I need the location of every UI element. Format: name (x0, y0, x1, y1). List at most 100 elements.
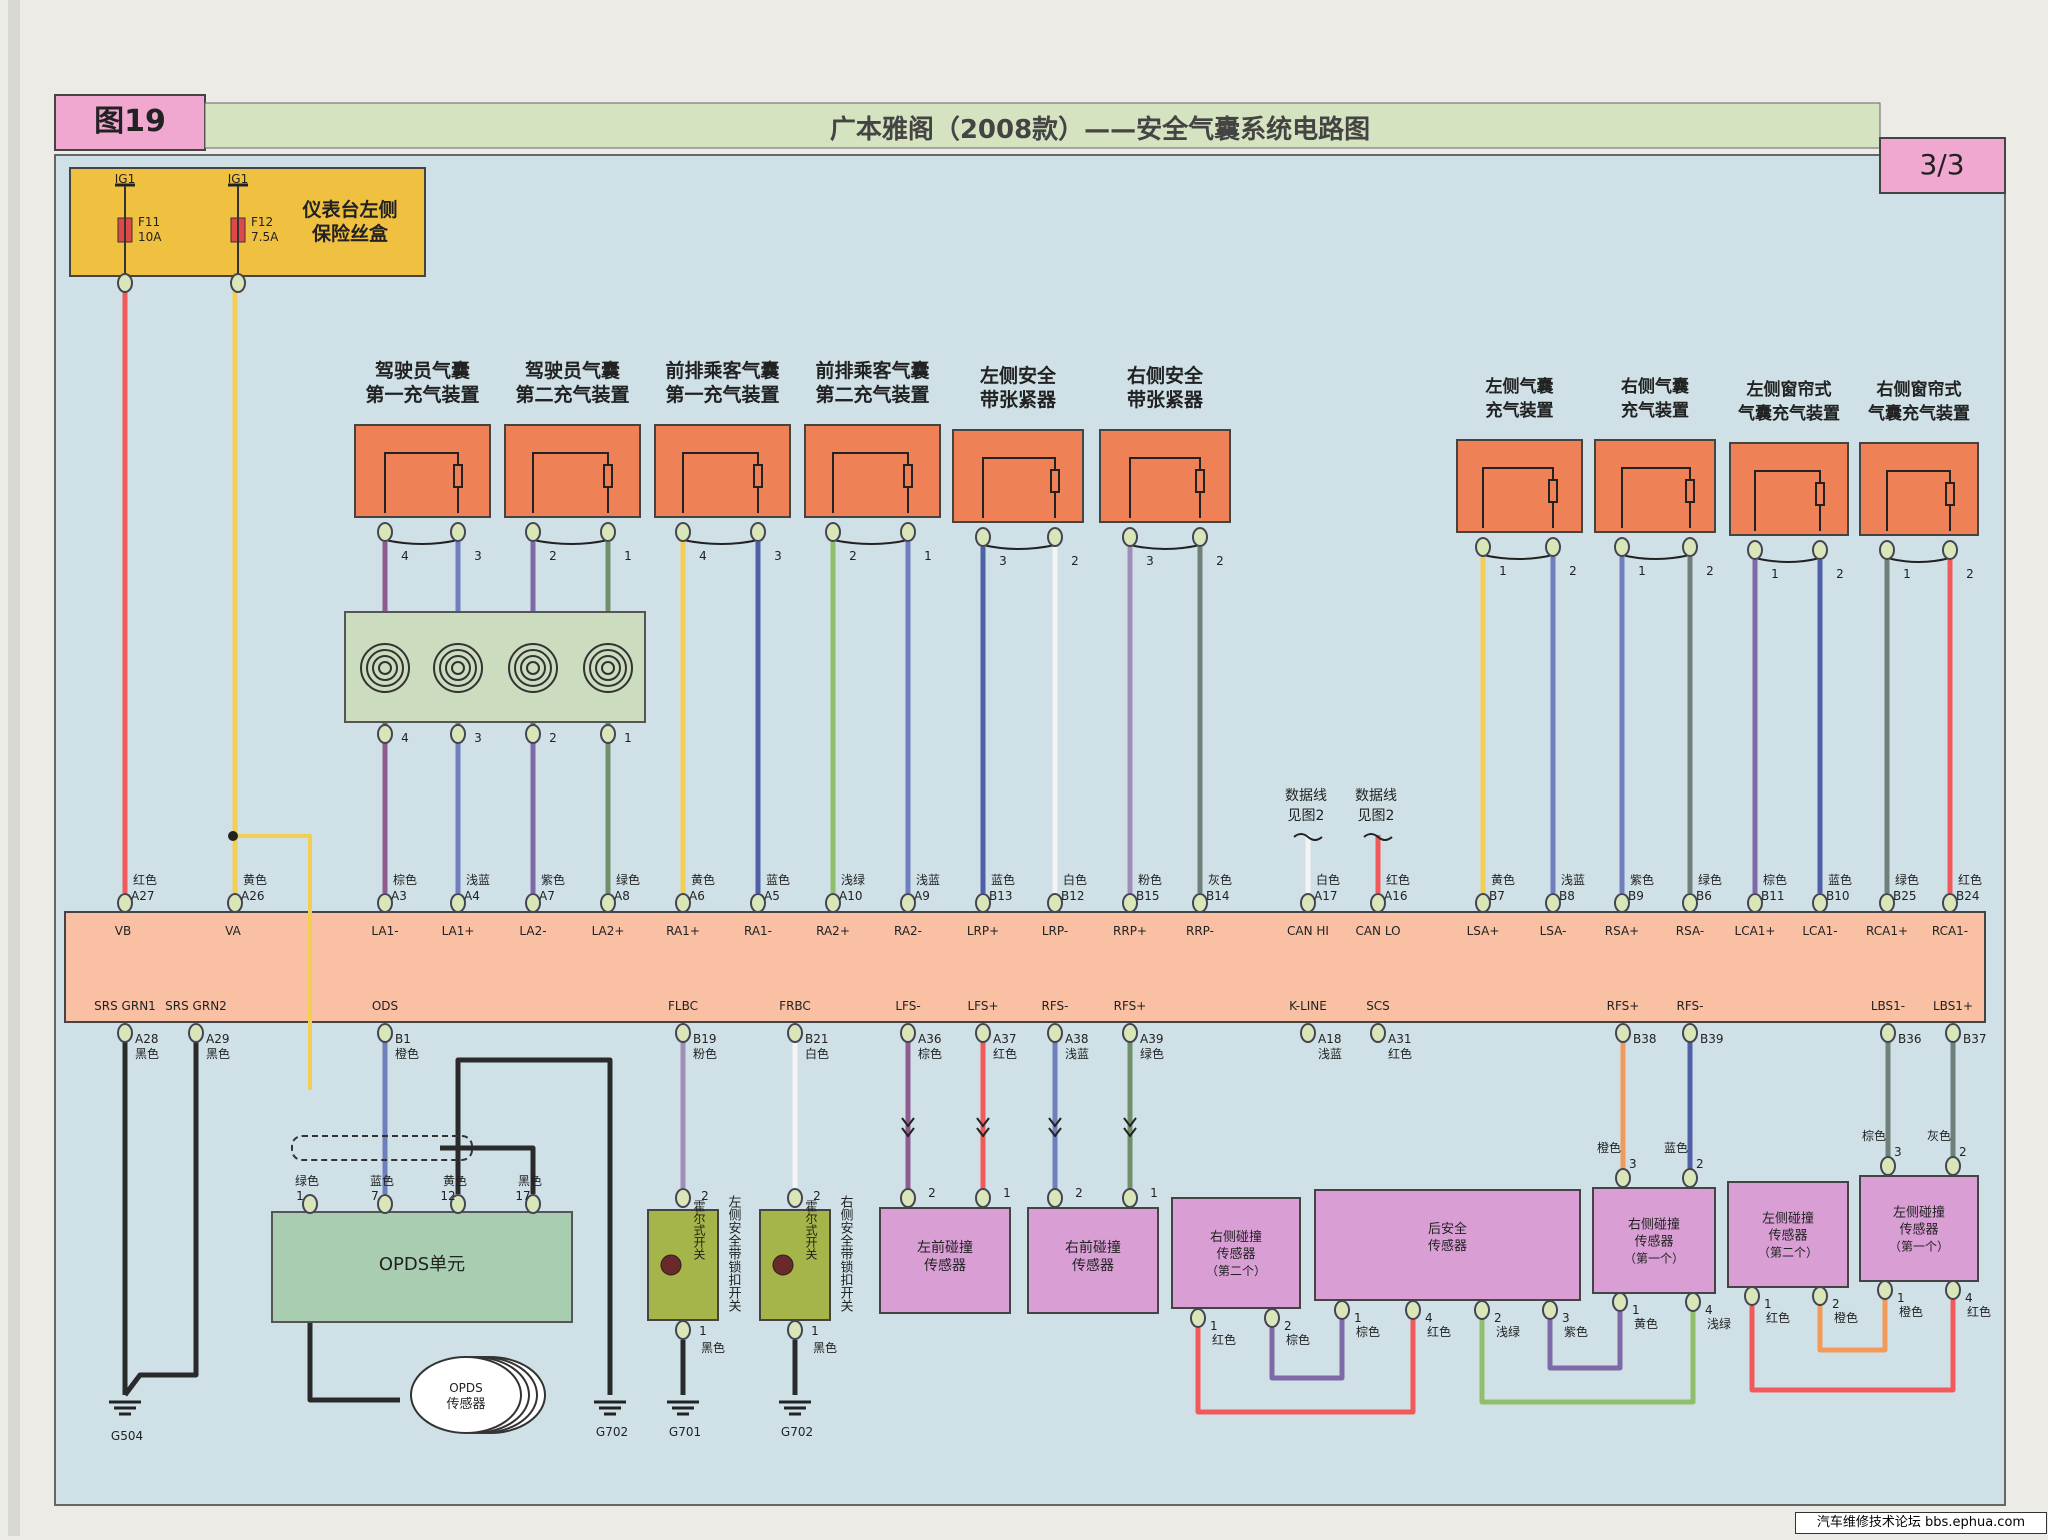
wire-color-label: 白色 (1316, 872, 1340, 887)
ecu-signal: RFS+ (1607, 999, 1640, 1013)
opds-pin-number: 12 (440, 1189, 455, 1203)
inflator-module (1456, 439, 1583, 533)
ecu-terminal: A28 (135, 1032, 158, 1046)
device-pin (600, 522, 616, 542)
device-label-line2: 第二充气装置 (815, 383, 929, 406)
device-pin (1545, 537, 1561, 557)
ecu-pin (1942, 893, 1958, 913)
ecu-terminal: B39 (1700, 1032, 1724, 1046)
ecu-terminal: B21 (805, 1032, 829, 1046)
ecu-pin (1880, 1023, 1896, 1043)
opds-pin-number: 17 (515, 1189, 530, 1203)
ecu-terminal: B25 (1893, 889, 1917, 903)
ecu-signal: RSA+ (1605, 924, 1639, 938)
ecu-signal: K-LINE (1289, 999, 1327, 1013)
device-pin-number: 3 (774, 549, 782, 563)
sensor-pin (1880, 1156, 1896, 1176)
ecu-signal: LA2- (519, 924, 546, 938)
opds-pin (377, 1194, 393, 1214)
device-pin (975, 527, 991, 547)
device-pin-number: 1 (1638, 564, 1646, 578)
ecu-terminal: A3 (391, 889, 407, 903)
sensor-label: 左侧碰撞 (1762, 1212, 1814, 1227)
ecu-pin (1300, 1023, 1316, 1043)
sensor-label: （第二个） (1758, 1246, 1818, 1260)
sensor-pin-number: 1 (1764, 1297, 1772, 1311)
device-pin-number: 1 (1771, 567, 1779, 581)
ecu-terminal: B6 (1696, 889, 1712, 903)
ecu-terminal: B24 (1956, 889, 1980, 903)
ecu-pin (1300, 893, 1316, 913)
sensor-label: 传感器 (1768, 1228, 1807, 1244)
front-impact-sensor (1027, 1207, 1159, 1314)
ecu-terminal: B7 (1489, 889, 1505, 903)
wire-color-label: 黄色 (1634, 1317, 1658, 1331)
coil-ring (451, 661, 465, 675)
sensor-label: 传感器 (1072, 1257, 1114, 1274)
figure-label-box (54, 94, 206, 151)
ground-g504 (109, 1400, 141, 1416)
sensor-label: （第二个） (1206, 1264, 1266, 1278)
device-label-line1: 驾驶员气囊 (525, 359, 621, 382)
twisted-pair-mark (1754, 557, 1821, 563)
ecu-terminal: A38 (1065, 1032, 1088, 1046)
wire-color-label: 棕色 (1286, 1332, 1310, 1347)
components-layer (109, 183, 1979, 1434)
left-side-sensor-1 (1859, 1175, 1979, 1282)
left-side-sensor-2 (1727, 1181, 1849, 1288)
switch-pin (675, 1320, 691, 1340)
device-pin-number: 1 (924, 549, 932, 563)
connector-chevron (1123, 1117, 1137, 1138)
sensor-pin (1612, 1292, 1628, 1312)
wire-color-label: 黑色 (518, 1174, 542, 1188)
sensor-pin (1190, 1308, 1206, 1328)
srs-control-unit (64, 911, 1986, 1023)
ecu-pin (1122, 1023, 1138, 1043)
ecu-signal: RFS+ (1114, 999, 1147, 1013)
wire-color-label: 浅绿 (1707, 1316, 1731, 1331)
device-pin-number: 1 (1499, 564, 1507, 578)
sensor-label: 右侧碰撞 (1210, 1230, 1262, 1245)
ecu-pin (1192, 893, 1208, 913)
wire-loop-orange (1817, 1300, 1888, 1353)
ecu-terminal: B15 (1136, 889, 1160, 903)
ecu-signal: SRS GRN2 (165, 999, 227, 1013)
sensor-pin (1405, 1300, 1421, 1320)
sensor-label: （第一个） (1624, 1252, 1684, 1266)
clock-spring-coil-icon (360, 643, 410, 693)
ecu-signal: LA1- (371, 924, 398, 938)
squib-resistor (753, 464, 763, 488)
twisted-pair-mark (682, 539, 759, 545)
wire-color-label: 橙色 (1834, 1310, 1858, 1325)
wire-color-label: 浅绿 (1496, 1324, 1520, 1339)
coil-ring (589, 649, 627, 687)
twisted-pair-mark (982, 544, 1056, 550)
sensor-pin-number: 2 (1696, 1157, 1704, 1171)
ecu-terminal: B8 (1559, 889, 1575, 903)
sensor-pin-number: 1 (1003, 1186, 1011, 1200)
sensor-pin (1615, 1168, 1631, 1188)
ecu-pin (975, 893, 991, 913)
ecu-pin (1614, 893, 1630, 913)
ecu-signal: RRP+ (1113, 924, 1147, 938)
ecu-signal: LFS+ (967, 999, 998, 1013)
device-pin (825, 522, 841, 542)
device-label-line1: 左侧气囊 (1486, 376, 1554, 397)
ecu-pin (1122, 893, 1138, 913)
sensor-label: 左前碰撞 (917, 1239, 973, 1256)
inflator-module (1729, 442, 1849, 536)
data-line-ref: 数据线 (1285, 788, 1327, 804)
device-pin-number: 4 (401, 549, 409, 563)
wire-color-label: 红色 (1427, 1324, 1451, 1339)
sensor-pin (1047, 1188, 1063, 1208)
wire-color-label: 蓝色 (1828, 873, 1852, 887)
wire-color-label: 灰色 (1208, 873, 1232, 887)
twisted-pair-mark (1482, 554, 1554, 560)
ecu-pin (227, 893, 243, 913)
buckle-switch (647, 1209, 719, 1321)
ecu-signal: LBS1+ (1933, 999, 1973, 1013)
device-pin (1942, 540, 1958, 560)
wire-color-label: 橙色 (1899, 1304, 1923, 1319)
inflator-module (654, 424, 791, 518)
ground-label: G702 (781, 1425, 813, 1439)
